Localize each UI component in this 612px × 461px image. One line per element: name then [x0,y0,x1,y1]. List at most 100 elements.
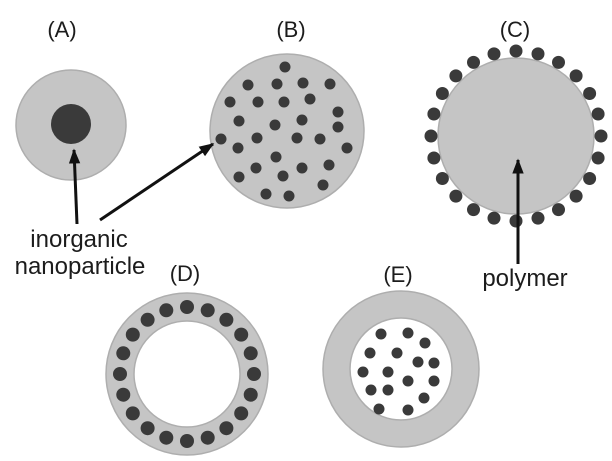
panel-d-ring-dot [247,367,261,381]
panel-b-nanoparticle-dot [278,96,290,108]
panel-d-ring-dot [125,406,140,421]
panel-d-ring-dot [234,327,249,342]
polymer-label: polymer [482,265,567,292]
panel-c-surface-dot [427,151,441,165]
panel-c-surface-dot [509,214,523,228]
panel-e-nanoparticle-dot [428,375,440,387]
inorganic-nanoparticle-label-line1: inorganic [30,226,127,253]
panel-c-surface-dot [583,172,597,185]
panel-b-nanoparticle-dot [233,171,245,183]
panel-b-nanoparticle-dot [291,132,303,144]
panel-d-ring-dot [140,312,155,327]
panel-e-nanoparticle-dot [382,384,394,396]
panel-b-nanoparticle-dot [314,133,326,145]
panel-d-ring-dot [200,430,215,445]
arrow-inorganic-to-a [68,148,81,225]
panel-e-nanoparticle-dot [382,366,394,378]
panel-e-nanoparticle-dot [402,404,414,416]
panel-b-nanoparticle-dot [224,96,236,108]
panel-b-nanoparticle-dot [341,142,353,154]
panel-b-nanoparticle-dot [251,132,263,144]
panel-d-inner-hole [133,320,241,428]
panel-d-ring-dot [116,387,131,402]
panel-d-label: (D) [170,261,201,286]
panel-e-label: (E) [383,262,412,287]
panel-e-nanoparticle-dot [391,347,403,359]
panel-c-surface-dot [449,69,463,83]
panel-b-nanoparticle-dot [233,115,245,127]
panel-c-surface-dot [569,189,583,203]
panel-c-label: (C) [500,17,531,42]
inorganic-nanoparticle-label-line2: nanoparticle [15,253,146,280]
panel-b-nanoparticle-dot [277,170,289,182]
panel-e-nanoparticle-dot [402,375,414,387]
panel-d-ring-dot [200,303,215,318]
panel-d-ring-dot [243,387,258,402]
panel-b-nanoparticle-dot [317,179,329,191]
panel-e-nanoparticle-dot [412,356,424,368]
panel-a-label: (A) [47,17,76,42]
panel-e-nanoparticle-dot [364,347,376,359]
panel-b-nanoparticle-dot [304,93,316,105]
panel-b-label: (B) [276,17,305,42]
panel-e-nanoparticle-dot [373,403,385,415]
panel-b-nanoparticle-dot [283,190,295,202]
panel-c-surface-dot [569,69,583,83]
panel-e-nanoparticle-dot [419,337,431,349]
panel-d-ring-dot [180,434,194,448]
panel-d-ring-dot [180,300,194,314]
panel-e-nanoparticle-dot [365,384,377,396]
panel-c-surface-dot [467,203,480,217]
panel-c-surface-dot [487,211,501,225]
panel-b-nanoparticle-dot [215,133,227,145]
panel-d-ring-dot [140,421,155,436]
panel-c-surface-dot [591,151,605,165]
panel-b-nanoparticle-dot [271,78,283,90]
panel-e-nanoparticle-dot [402,327,414,339]
panel-c-surface-dot [427,107,441,121]
panel-c-surface-dot [424,129,438,143]
panel-b-nanoparticle-dot [297,77,309,89]
panel-b-nanoparticle-dot [279,61,291,73]
panel-e-nanoparticle-dot [418,392,430,404]
panel-c-surface-dot [591,107,605,121]
panel-b-nanoparticle-dot [296,162,308,174]
panel-b-nanoparticle-dot [324,78,336,90]
panel-d-ring-dot [159,303,174,318]
panel-a-core-particle [51,104,91,144]
panel-d-ring-dot [219,421,234,436]
panel-b-nanoparticle-dot [323,159,335,171]
panel-b-nanoparticle-dot [252,96,264,108]
panel-c-surface-dot [552,55,565,69]
arrow-inorganic-to-b [99,142,215,222]
panel-c-surface-dot [435,172,449,185]
panel-e-nanoparticle-dot [428,357,440,369]
panel-d-ring-dot [159,430,174,445]
panel-c-polymer-circle [437,57,595,215]
panel-d-ring-dot [116,346,131,361]
panel-b-nanoparticle-dot [332,106,344,118]
panel-c-surface-dot [467,55,480,69]
panel-d-ring-dot [113,367,127,381]
panel-e-nanoparticle-dot [375,328,387,340]
panel-b-nanoparticle-dot [332,121,344,133]
panel-d-ring-dot [243,346,258,361]
panel-c-surface-dot [449,189,463,203]
panel-c-surface-dot [531,47,545,61]
panel-c-surface-dot [531,211,545,225]
panel-b-nanoparticle-dot [269,119,281,131]
panel-c-surface-dot [509,44,523,58]
panel-b-polymer-circle [209,53,365,209]
panel-b-nanoparticle-dot [232,142,244,154]
panel-e-nanoparticle-dot [357,366,369,378]
panel-b-nanoparticle-dot [242,79,254,91]
panel-b-nanoparticle-dot [260,188,272,200]
panel-d-ring-dot [234,406,249,421]
panel-b-nanoparticle-dot [270,151,282,163]
panel-c-surface-dot [594,129,608,143]
panel-c-surface-dot [552,203,565,217]
panel-d-ring-dot [219,312,234,327]
panel-c-surface-dot [435,87,449,100]
